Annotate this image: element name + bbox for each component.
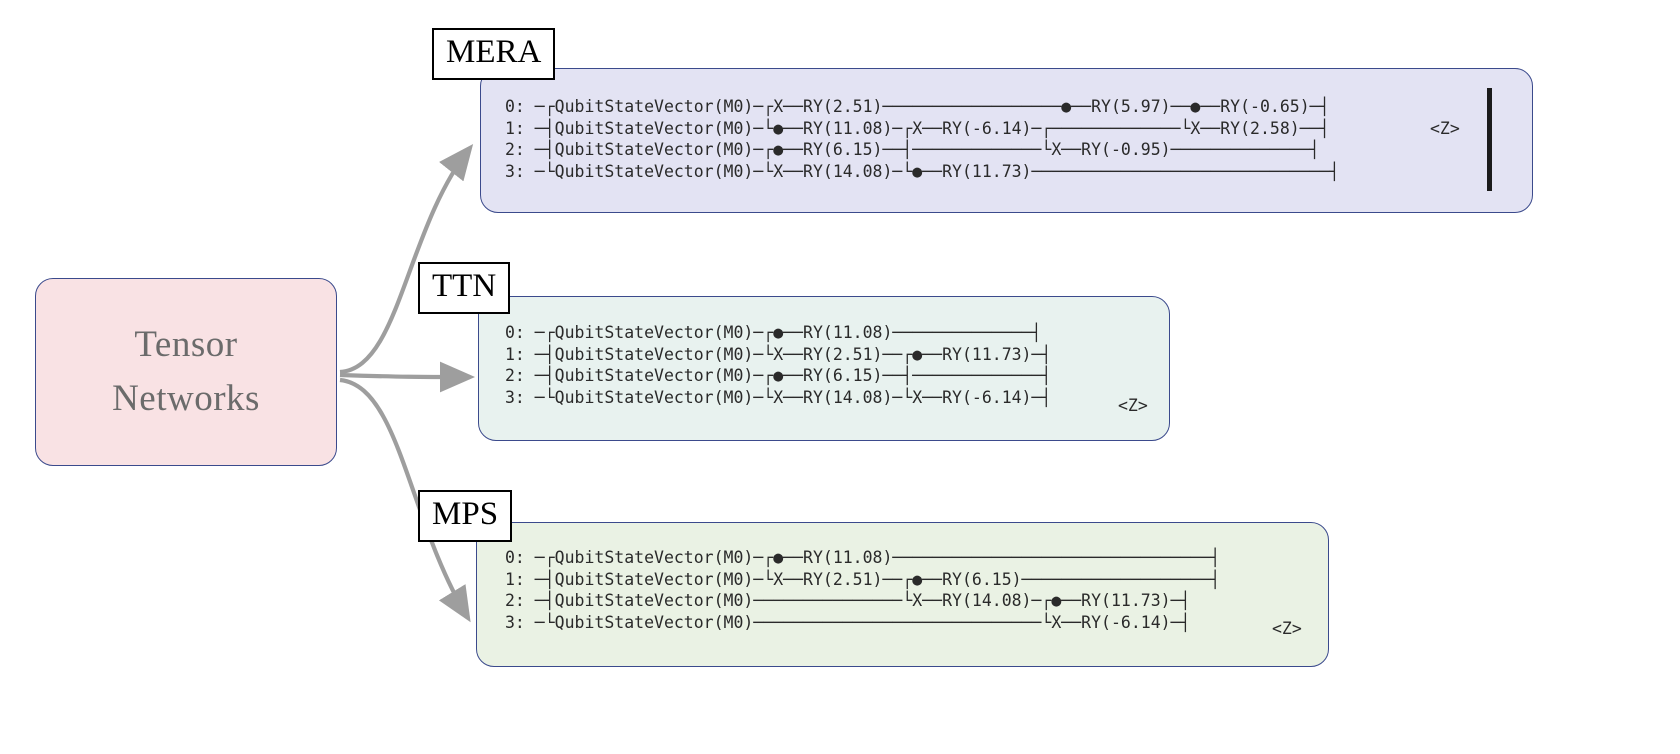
group-label-mps: MPS: [418, 490, 513, 542]
observable-label-mps: <Z>: [1272, 619, 1302, 638]
observable-label-ttn: <Z>: [1118, 396, 1148, 415]
circuit-ascii-mera: 0: ─┌QubitStateVector(M0)─┌X──RY(2.51)──…: [505, 96, 1339, 182]
circuit-ascii-mps: 0: ─┌QubitStateVector(M0)─┌●──RY(11.08)─…: [505, 547, 1220, 633]
root-node-label-line1: Tensor: [134, 324, 238, 366]
arrow-to-mera: [339, 144, 474, 375]
arrow-to-mps: [339, 377, 471, 623]
group-box-ttn[interactable]: [478, 296, 1170, 441]
group-box-mps[interactable]: [476, 522, 1329, 667]
group-label-ttn: TTN: [418, 262, 511, 314]
circuit-text-mps: 0: ─┌QubitStateVector(M0)─┌●──RY(11.08)─…: [505, 548, 1221, 632]
mera-end-bar: [1487, 88, 1492, 191]
circuit-ascii-ttn: 0: ─┌QubitStateVector(M0)─┌●──RY(11.08)─…: [505, 322, 1051, 408]
arrow-to-ttn: [339, 361, 476, 393]
circuit-text-ttn: 0: ─┌QubitStateVector(M0)─┌●──RY(11.08)─…: [505, 323, 1052, 407]
root-node-label-line2: Networks: [112, 378, 260, 419]
root-node-tensor-networks[interactable]: Tensor Networks: [35, 278, 337, 466]
group-label-mera: MERA: [432, 28, 556, 80]
observable-label-mera: <Z>: [1430, 119, 1460, 138]
group-box-mera[interactable]: [480, 68, 1533, 213]
circuit-text-mera: 0: ─┌QubitStateVector(M0)─┌X──RY(2.51)──…: [505, 97, 1340, 181]
